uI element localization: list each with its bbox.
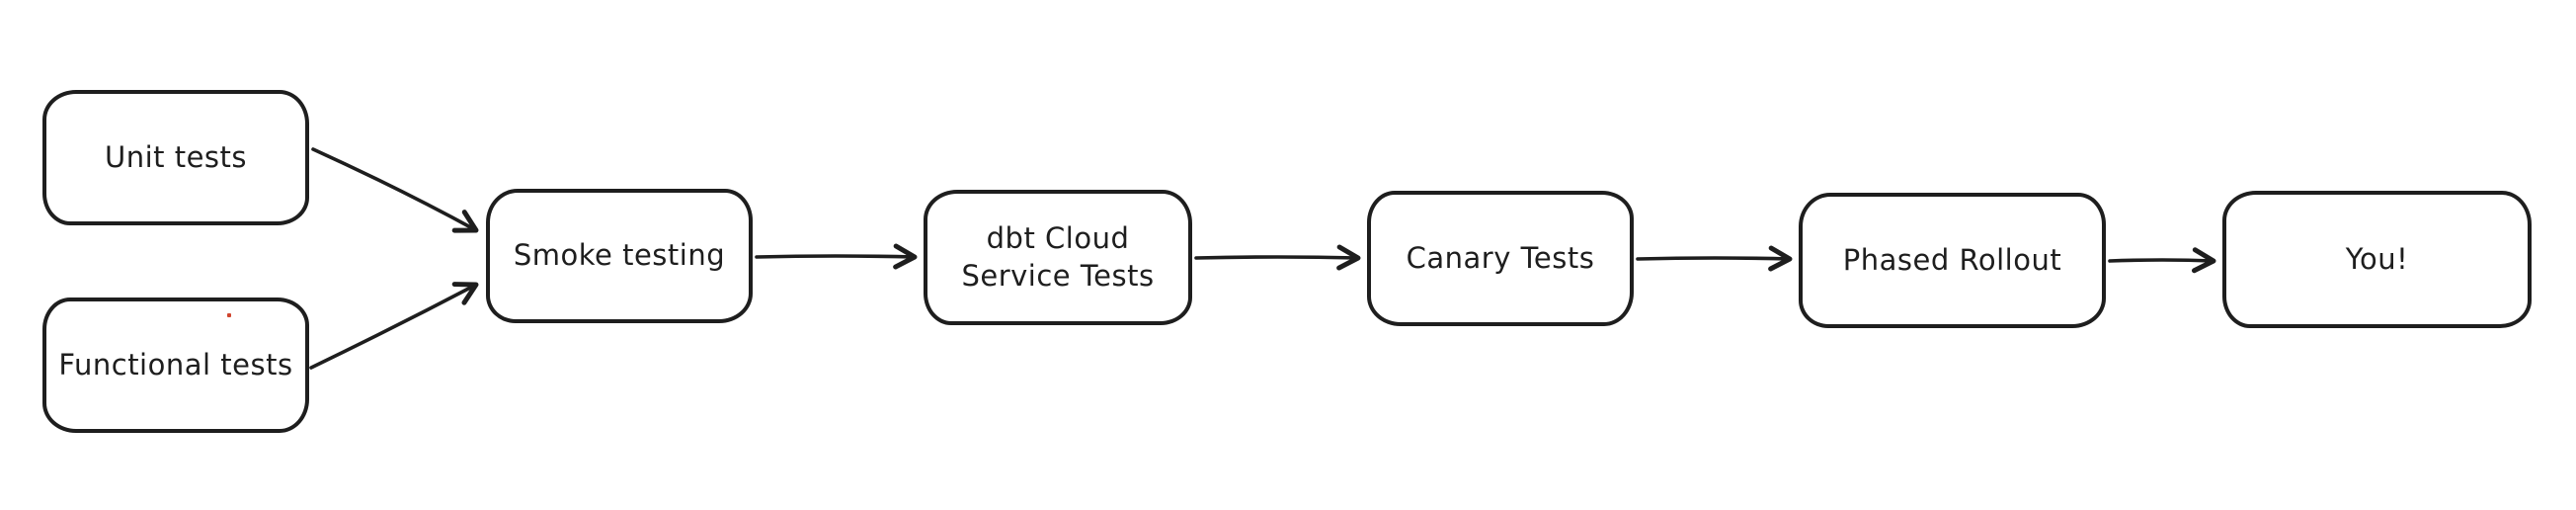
node-you-label: You! bbox=[2345, 241, 2409, 276]
node-dbt-cloud-service-tests: dbt Cloud Service Tests bbox=[924, 190, 1192, 325]
node-phased-rollout-label: Phased Rollout bbox=[1842, 242, 2062, 277]
node-you: You! bbox=[2222, 191, 2532, 328]
node-functional-tests-label: Functional tests bbox=[58, 347, 293, 382]
node-functional-tests: Functional tests bbox=[42, 298, 309, 433]
node-canary-tests: Canary Tests bbox=[1367, 191, 1634, 326]
node-unit-tests: Unit tests bbox=[42, 90, 309, 225]
node-phased-rollout: Phased Rollout bbox=[1799, 193, 2106, 328]
node-smoke-testing-label: Smoke testing bbox=[513, 238, 726, 273]
node-unit-tests-label: Unit tests bbox=[104, 139, 248, 174]
arrow-functional-tests-to-smoke-testing bbox=[309, 282, 479, 370]
node-canary-tests-label: Canary Tests bbox=[1406, 240, 1595, 275]
arrow-smoke-testing-to-dbt-cloud-service-tests bbox=[755, 243, 918, 270]
arrow-unit-tests-to-smoke-testing bbox=[311, 147, 479, 233]
arrow-phased-rollout-to-you bbox=[2108, 247, 2216, 274]
node-smoke-testing: Smoke testing bbox=[486, 189, 753, 323]
node-dbt-cloud-service-tests-label: dbt Cloud Service Tests bbox=[961, 221, 1155, 293]
arrow-canary-tests-to-phased-rollout bbox=[1636, 245, 1793, 272]
arrow-dbt-cloud-service-tests-to-canary-tests bbox=[1194, 244, 1361, 271]
stray-red-dot bbox=[227, 313, 231, 317]
